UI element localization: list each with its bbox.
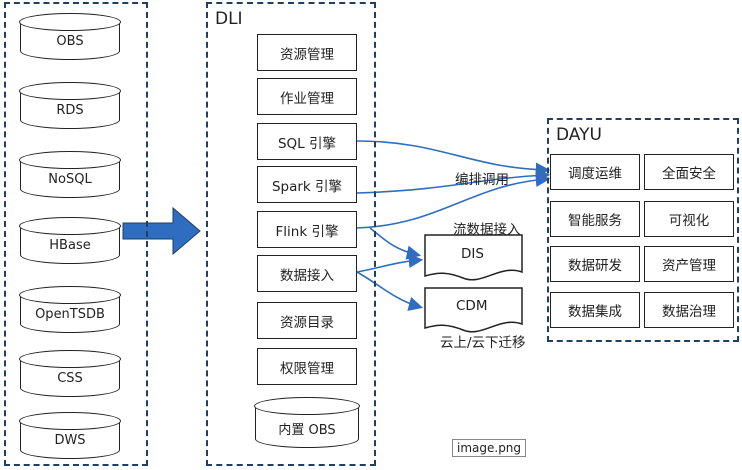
storage-rds-label: RDS	[56, 103, 84, 118]
dli-module-permission-mgmt: 权限管理	[257, 348, 357, 385]
dayu-module-visualization: 可视化	[644, 201, 734, 237]
storage-hbase: HBase	[19, 217, 121, 264]
orchestration-label: 编排调用	[455, 172, 509, 188]
dayu-module-scheduling-ops: 调度运维	[550, 154, 640, 190]
dli-builtin-obs-label: 内置 OBS	[278, 423, 336, 438]
cloud-migration-label: 云上/云下迁移	[440, 335, 526, 351]
storage-hbase-label: HBase	[49, 238, 91, 253]
storage-obs: OBS	[19, 13, 121, 60]
storage-css: CSS	[19, 350, 121, 397]
dli-title: DLI	[215, 9, 243, 29]
dayu-title: DAYU	[556, 125, 602, 145]
storage-nosql: NoSQL	[19, 151, 121, 198]
dis-label: DIS	[461, 246, 484, 262]
ingest-to-dis-line	[356, 253, 424, 273]
dayu-module-asset-mgmt: 资产管理	[644, 246, 734, 282]
dli-module-spark-engine: Spark 引擎	[257, 166, 357, 203]
dayu-module-data-governance: 数据治理	[644, 292, 734, 328]
storage-css-label: CSS	[57, 371, 83, 386]
storage-opentsdb: OpenTSDB	[19, 286, 121, 333]
storage-to-dli-arrow	[122, 206, 201, 256]
ingest-to-cdm-line	[356, 271, 424, 311]
dli-group	[206, 2, 376, 466]
spark-to-dayu-line	[356, 168, 551, 194]
storage-rds: RDS	[19, 82, 121, 129]
dayu-module-data-dev: 数据研发	[550, 246, 640, 282]
dis-shape	[424, 234, 523, 281]
storage-nosql-label: NoSQL	[48, 172, 92, 187]
dli-module-flink-engine: Flink 引擎	[257, 211, 357, 248]
dli-module-sql-engine: SQL 引擎	[257, 123, 357, 160]
cdm-shape	[424, 287, 523, 333]
storage-obs-label: OBS	[56, 34, 84, 49]
image-caption: image.png	[452, 439, 527, 457]
cdm-label: CDM	[456, 298, 488, 314]
storage-group	[4, 2, 148, 466]
dayu-module-data-integration: 数据集成	[550, 292, 640, 328]
dli-module-resource-mgmt: 资源管理	[257, 34, 357, 71]
dli-module-resource-catalog: 资源目录	[257, 302, 357, 339]
storage-dws: DWS	[19, 412, 121, 459]
flink-to-dis-line	[369, 227, 422, 260]
dayu-module-full-security: 全面安全	[644, 154, 734, 190]
dli-module-data-ingest: 数据接入	[257, 255, 357, 292]
dayu-group	[547, 118, 739, 342]
storage-dws-label: DWS	[54, 433, 86, 448]
dli-builtin-obs: 内置 OBS	[254, 397, 360, 448]
dli-module-job-mgmt: 作业管理	[257, 78, 357, 115]
stream-ingest-label: 流数据接入	[453, 222, 521, 238]
dayu-module-smart-service: 智能服务	[550, 201, 640, 237]
sql-to-dayu-line	[356, 140, 551, 177]
flink-to-dayu-line	[356, 172, 551, 229]
storage-opentsdb-label: OpenTSDB	[35, 307, 105, 322]
